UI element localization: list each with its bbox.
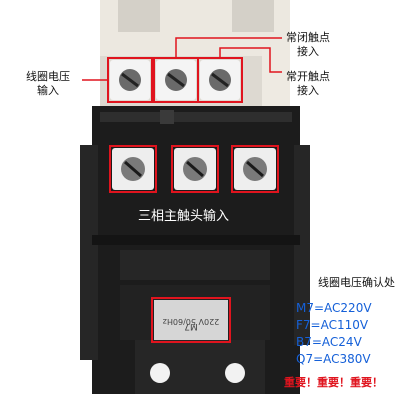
voltage-code-m7: M7=AC220V (296, 301, 372, 315)
coil-voltage-input-text: 线圈电压 输入 (26, 70, 70, 97)
svg-text:220V 50/60Hz: 220V 50/60Hz (163, 317, 220, 326)
no-contact-text: 常开触点 接入 (286, 70, 330, 97)
nameplate: 220V 50/60Hz M7 (151, 297, 231, 343)
main-contact-label: 三相主触头输入 (138, 209, 230, 224)
mounting-holes (150, 363, 245, 383)
nc-contact-label: 常闭触点 接入 (286, 31, 330, 59)
auxiliary-terminals (110, 60, 240, 100)
voltage-code-f7: F7=AC110V (296, 318, 369, 332)
coil-voltage-input-label: 线圈电压 输入 (26, 70, 70, 98)
nc-contact-text: 常闭触点 接入 (286, 31, 330, 58)
no-contact-label: 常开触点 接入 (286, 70, 330, 98)
warning-text: 重要！重要！重要！ (284, 376, 383, 389)
voltage-code-b7: B7=AC24V (296, 335, 362, 349)
svg-text:M7: M7 (184, 321, 198, 331)
coil-voltage-confirm-label: 线圈电压确认处 (318, 276, 395, 289)
main-highlight-boxes (109, 145, 279, 193)
voltage-code-q7: Q7=AC380V (296, 352, 371, 366)
main-terminals (112, 148, 276, 190)
